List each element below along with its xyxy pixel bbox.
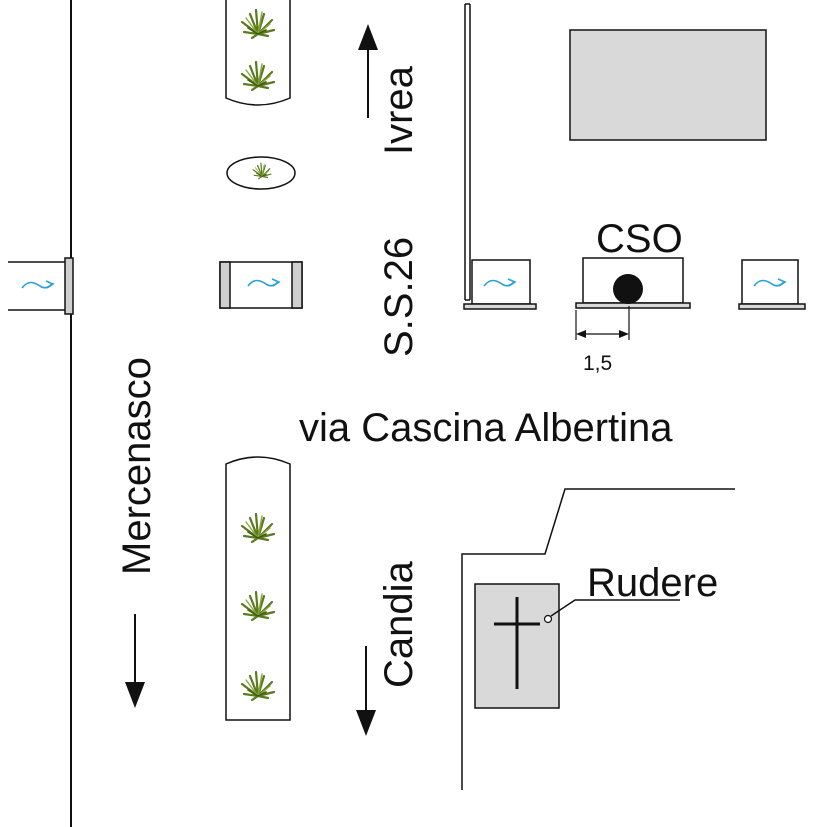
label-mercenasco: Mercenasco bbox=[115, 357, 159, 575]
label-cso: CSO bbox=[596, 217, 683, 261]
inlet-east-1 bbox=[463, 259, 537, 310]
arrow-mercenasco bbox=[125, 614, 145, 708]
inlet-east-2 bbox=[738, 259, 806, 310]
property-fence bbox=[464, 3, 471, 301]
grass-tuft-icon bbox=[240, 670, 276, 702]
label-dimension: 1,5 bbox=[583, 352, 612, 375]
grass-tuft-icon bbox=[240, 590, 276, 622]
label-cross-street: via Cascina Albertina bbox=[299, 406, 673, 450]
label-road-code: S.S.26 bbox=[377, 237, 421, 357]
grass-tuft-icon bbox=[240, 512, 276, 544]
grass-tuft-icon bbox=[252, 162, 272, 180]
grass-tuft-icon bbox=[240, 60, 276, 92]
property-boundary bbox=[461, 488, 735, 790]
ruin-building bbox=[474, 583, 680, 709]
grass-tuft-icon bbox=[240, 8, 276, 40]
label-ivrea: Ivrea bbox=[377, 65, 421, 155]
center-inlet bbox=[219, 261, 303, 309]
left-inlet bbox=[8, 257, 74, 315]
building bbox=[569, 29, 767, 141]
planter-bottom bbox=[225, 456, 291, 721]
cross-icon bbox=[494, 597, 540, 689]
flow-arrow-icon bbox=[21, 280, 54, 289]
label-ruin: Rudere bbox=[587, 561, 718, 605]
dimension-line bbox=[575, 306, 630, 340]
arrow-south bbox=[356, 646, 376, 736]
arrow-north bbox=[358, 24, 378, 118]
planter-oval bbox=[226, 156, 296, 190]
cso-chamber bbox=[575, 257, 691, 309]
label-candia: Candia bbox=[377, 560, 421, 688]
planter-top bbox=[225, 0, 291, 106]
cso-outlet bbox=[613, 274, 643, 304]
